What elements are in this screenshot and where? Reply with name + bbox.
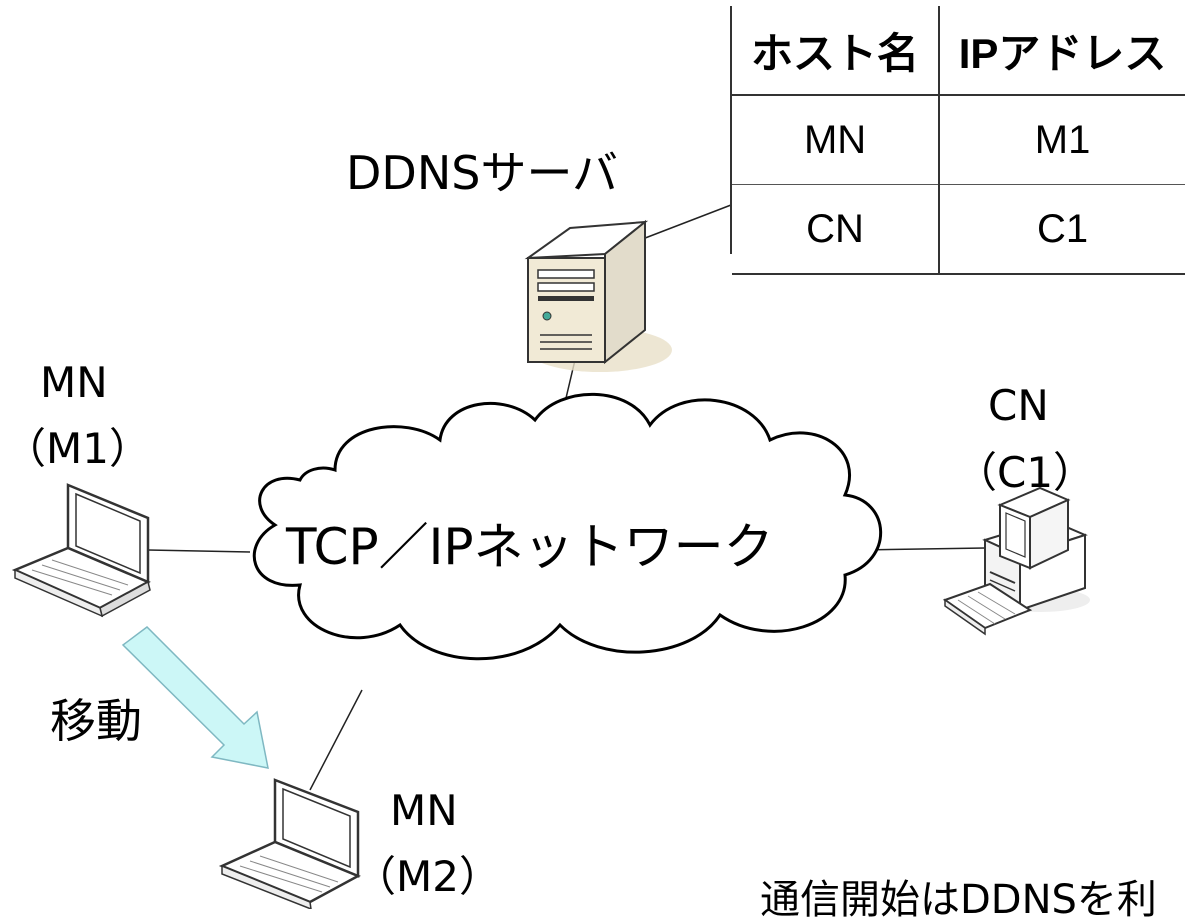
link-server-table xyxy=(639,204,732,241)
table-row: CN C1 xyxy=(732,184,1185,275)
cn-name: CN xyxy=(988,381,1049,430)
link-mn2-cloud xyxy=(309,689,363,791)
dns-header-hostname: ホスト名 xyxy=(732,6,941,96)
dns-table-header-row: ホスト名 IPアドレス xyxy=(732,6,1185,96)
dns-cell-ip: C1 xyxy=(939,184,1185,275)
table-row: MN M1 xyxy=(732,95,1185,185)
desktop-pc-icon-cn xyxy=(942,486,1090,636)
move-arrow xyxy=(121,626,269,769)
dns-record-table: ホスト名 IPアドレス MN M1 CN C1 xyxy=(732,6,1185,275)
move-label: 移動 xyxy=(50,694,142,748)
dns-cell-host: CN xyxy=(732,184,941,275)
mn-after-address: （M2） xyxy=(354,852,501,901)
laptop-icon-mn-after xyxy=(218,778,361,909)
dns-table-left-border xyxy=(730,6,732,254)
network-label: TCP／IPネットワーク xyxy=(286,518,774,576)
dns-header-ip-address: IPアドレス xyxy=(939,6,1185,96)
dns-cell-host: MN xyxy=(732,95,941,185)
link-cn-cloud xyxy=(859,547,986,551)
laptop-icon-mn-before xyxy=(11,483,151,618)
mn-before-address: （M1） xyxy=(4,424,151,473)
network-cloud xyxy=(252,392,883,661)
footer-note: 通信開始はDDNSを利 xyxy=(760,877,1157,923)
link-mn-cloud xyxy=(147,549,251,553)
dns-cell-ip: M1 xyxy=(939,95,1185,185)
server-icon xyxy=(524,219,672,372)
mn-after-name: MN xyxy=(390,786,458,835)
mn-before-name: MN xyxy=(40,358,108,407)
server-label: DDNSサーバ xyxy=(346,146,618,200)
cn-address: （C1） xyxy=(955,448,1096,497)
